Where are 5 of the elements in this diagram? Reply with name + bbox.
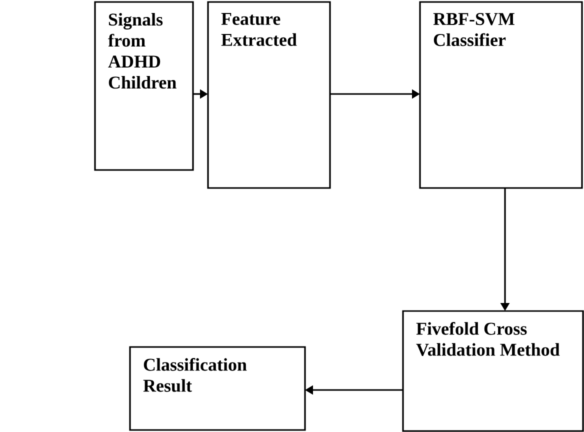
process-box: Signals from ADHD Children — [94, 1, 194, 171]
process-box: Feature Extracted — [207, 1, 331, 189]
process-box: RBF-SVM Classifier — [419, 1, 583, 189]
process-box: Classification Result — [129, 346, 306, 431]
process-box: Fivefold Cross Validation Method — [402, 310, 584, 432]
